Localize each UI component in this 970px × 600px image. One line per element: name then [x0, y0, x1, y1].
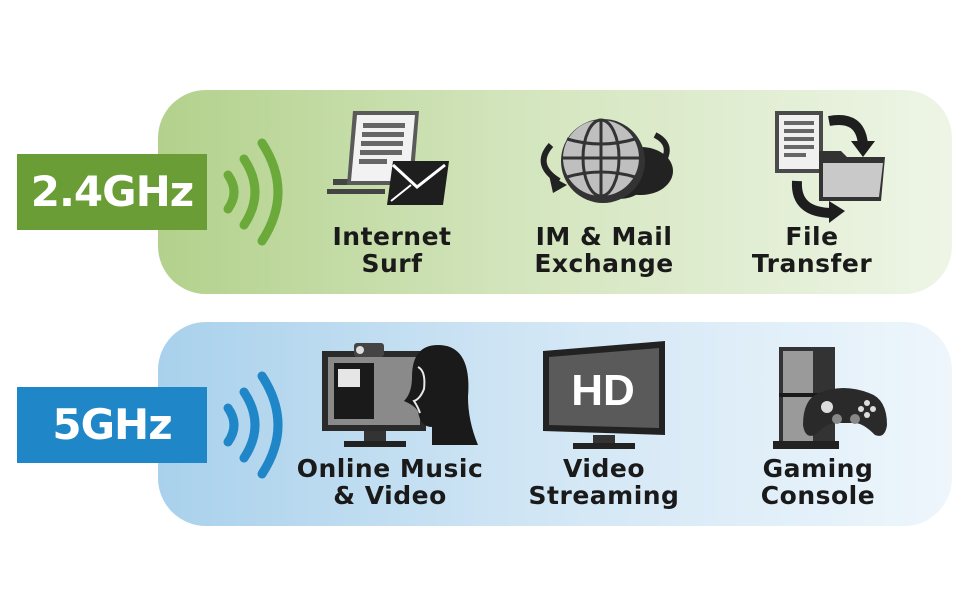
monitor-person-icon — [322, 343, 478, 447]
item-label-line2: Exchange — [534, 249, 674, 278]
item-label-line1: File — [785, 222, 839, 251]
file-folder-transfer-icon — [775, 111, 885, 223]
hd-tv-icon: HD — [543, 341, 665, 449]
item-label-line2: Surf — [361, 249, 423, 278]
item-online-music-video: Online Music & Video — [280, 337, 500, 509]
item-label-line2: & Video — [333, 481, 447, 510]
frequency-label-2-4ghz: 2.4GHz — [17, 154, 207, 230]
globe-cloud-icon — [540, 118, 673, 203]
wifi-waves-blue-icon — [223, 371, 283, 479]
item-label-line1: Online Music — [296, 454, 484, 483]
item-label-line2: Transfer — [751, 249, 873, 278]
game-console-icon — [773, 347, 887, 449]
item-gaming-console: Gaming Console — [708, 337, 928, 509]
item-label-line1: Internet — [332, 222, 452, 251]
item-video-streaming: HD Video Streaming — [494, 337, 714, 509]
hd-text: HD — [571, 366, 635, 415]
wifi-waves-green-icon — [223, 138, 283, 246]
item-label-line1: Video — [562, 454, 645, 483]
item-label-line2: Console — [760, 481, 876, 510]
item-internet-surf: Internet Surf — [282, 105, 502, 277]
item-label-line2: Streaming — [528, 481, 680, 510]
item-file-transfer: File Transfer — [702, 105, 922, 277]
document-envelope-icon — [327, 111, 449, 205]
frequency-label-5ghz: 5GHz — [17, 387, 207, 463]
item-label-line1: Gaming — [762, 454, 874, 483]
item-im-mail-exchange: IM & Mail Exchange — [494, 105, 714, 277]
item-label-line1: IM & Mail — [535, 222, 673, 251]
